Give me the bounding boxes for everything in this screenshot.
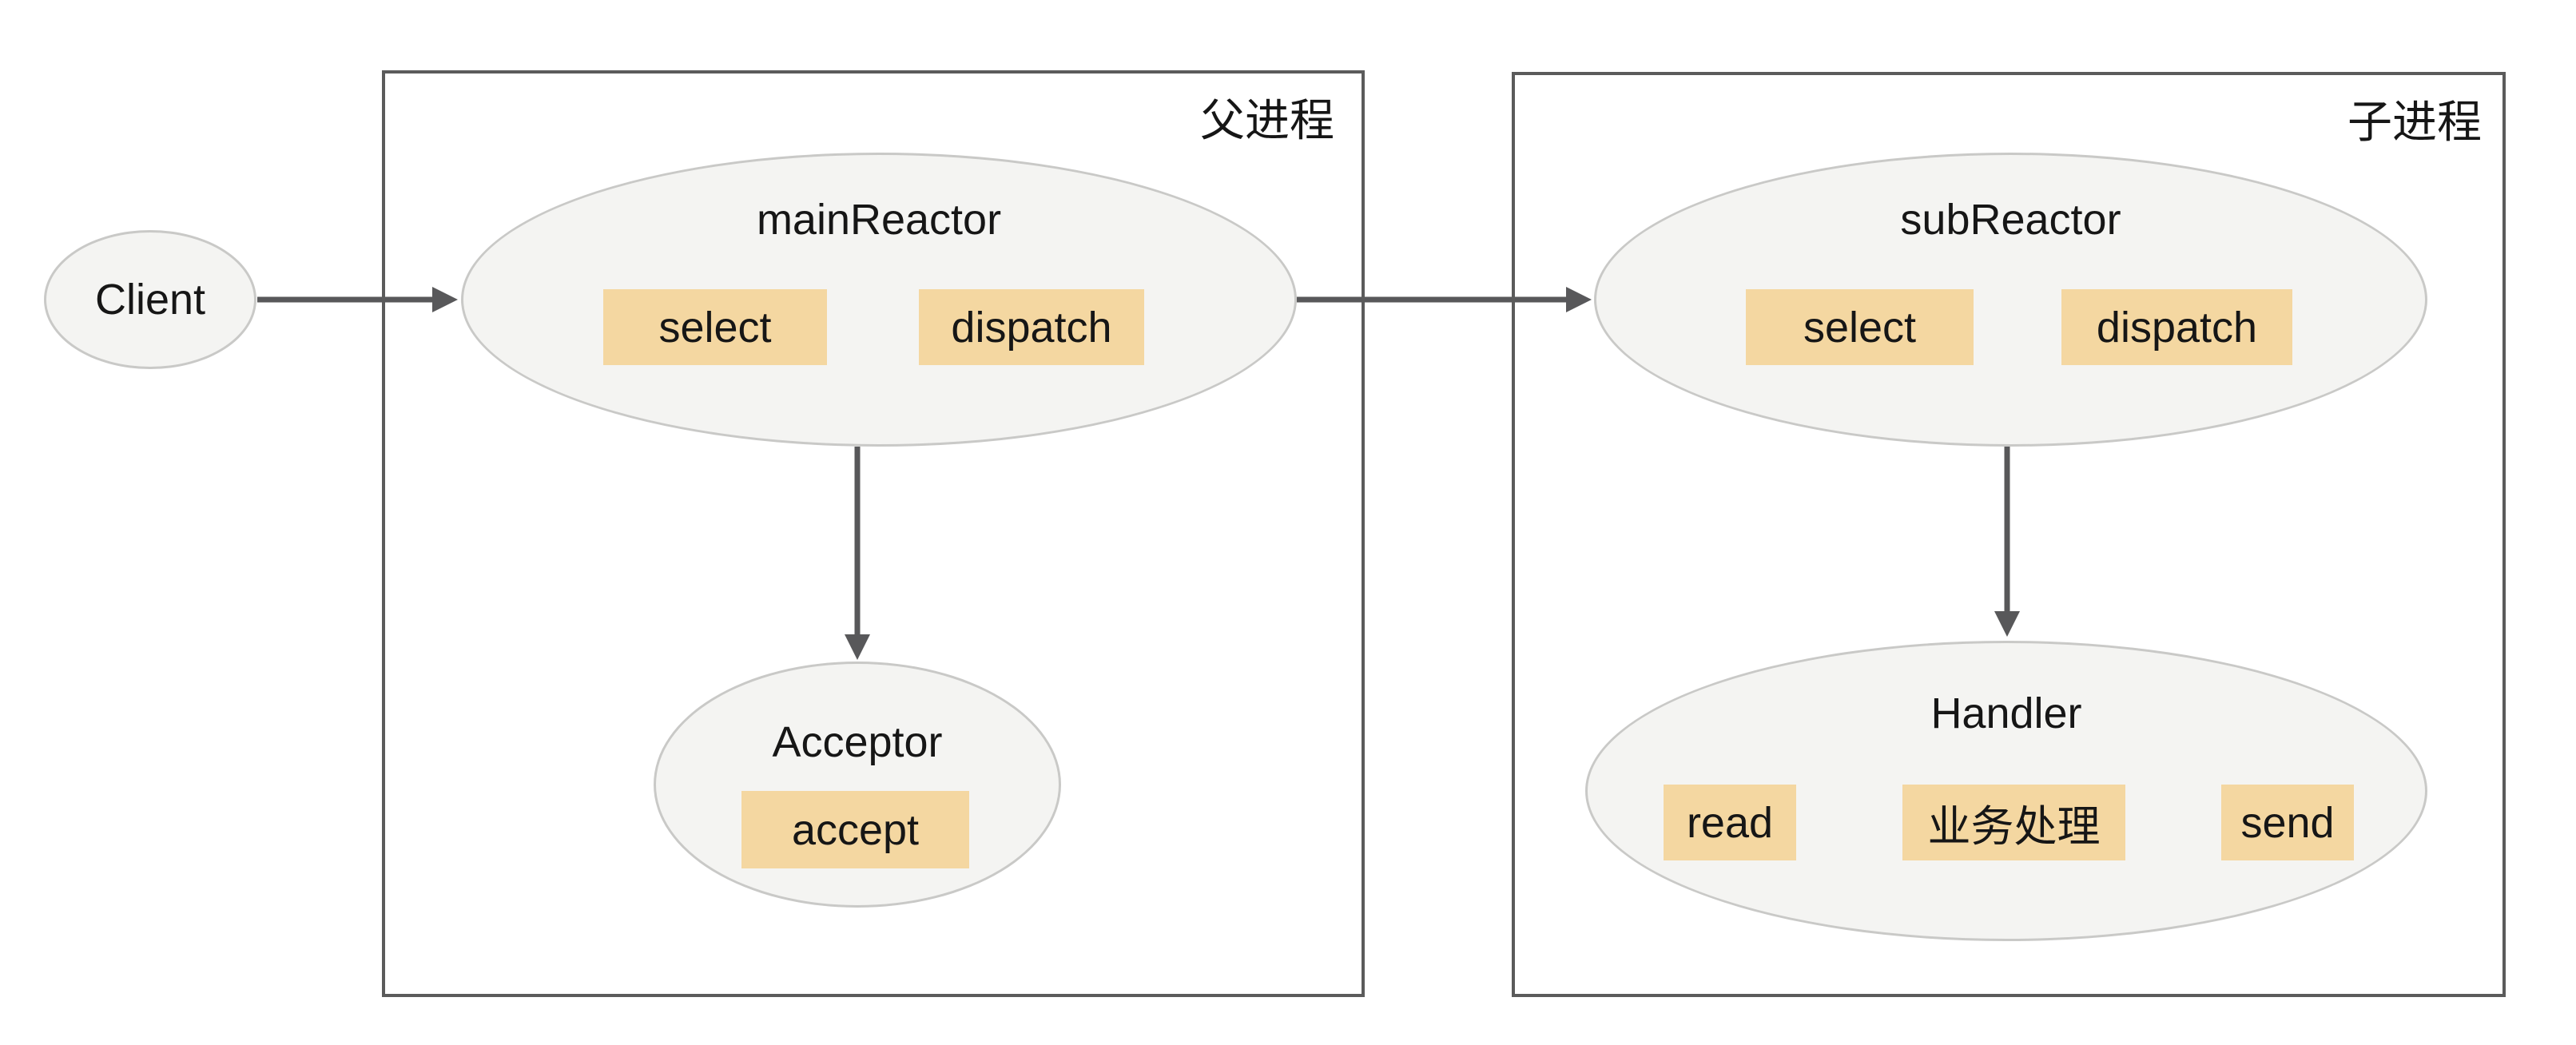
sub-reactor-label: subReactor xyxy=(1900,196,2121,244)
handler-label: Handler xyxy=(1930,689,2082,737)
client-label: Client xyxy=(94,276,206,324)
main-reactor-node xyxy=(461,153,1297,447)
handler-send-box: send xyxy=(2221,785,2354,860)
sub-reactor-select-box: select xyxy=(1746,289,1974,365)
handler-read-box: read xyxy=(1664,785,1796,860)
child-process-label: 子进程 xyxy=(2347,97,2482,147)
parent-process-label: 父进程 xyxy=(1200,95,1334,145)
sub-reactor-dispatch-box: dispatch xyxy=(2061,289,2292,365)
acceptor-accept-box: accept xyxy=(741,791,969,868)
acceptor-label: Acceptor xyxy=(772,718,943,766)
main-reactor-dispatch-box: dispatch xyxy=(919,289,1144,365)
main-reactor-select-box: select xyxy=(603,289,827,365)
parent-process-box: 父进程 xyxy=(382,70,1365,997)
main-reactor-label: mainReactor xyxy=(756,196,1002,244)
handler-business-box: 业务处理 xyxy=(1902,785,2125,860)
acceptor-node xyxy=(654,662,1061,908)
client-node xyxy=(44,230,256,369)
child-process-box: 子进程 xyxy=(1512,72,2506,997)
